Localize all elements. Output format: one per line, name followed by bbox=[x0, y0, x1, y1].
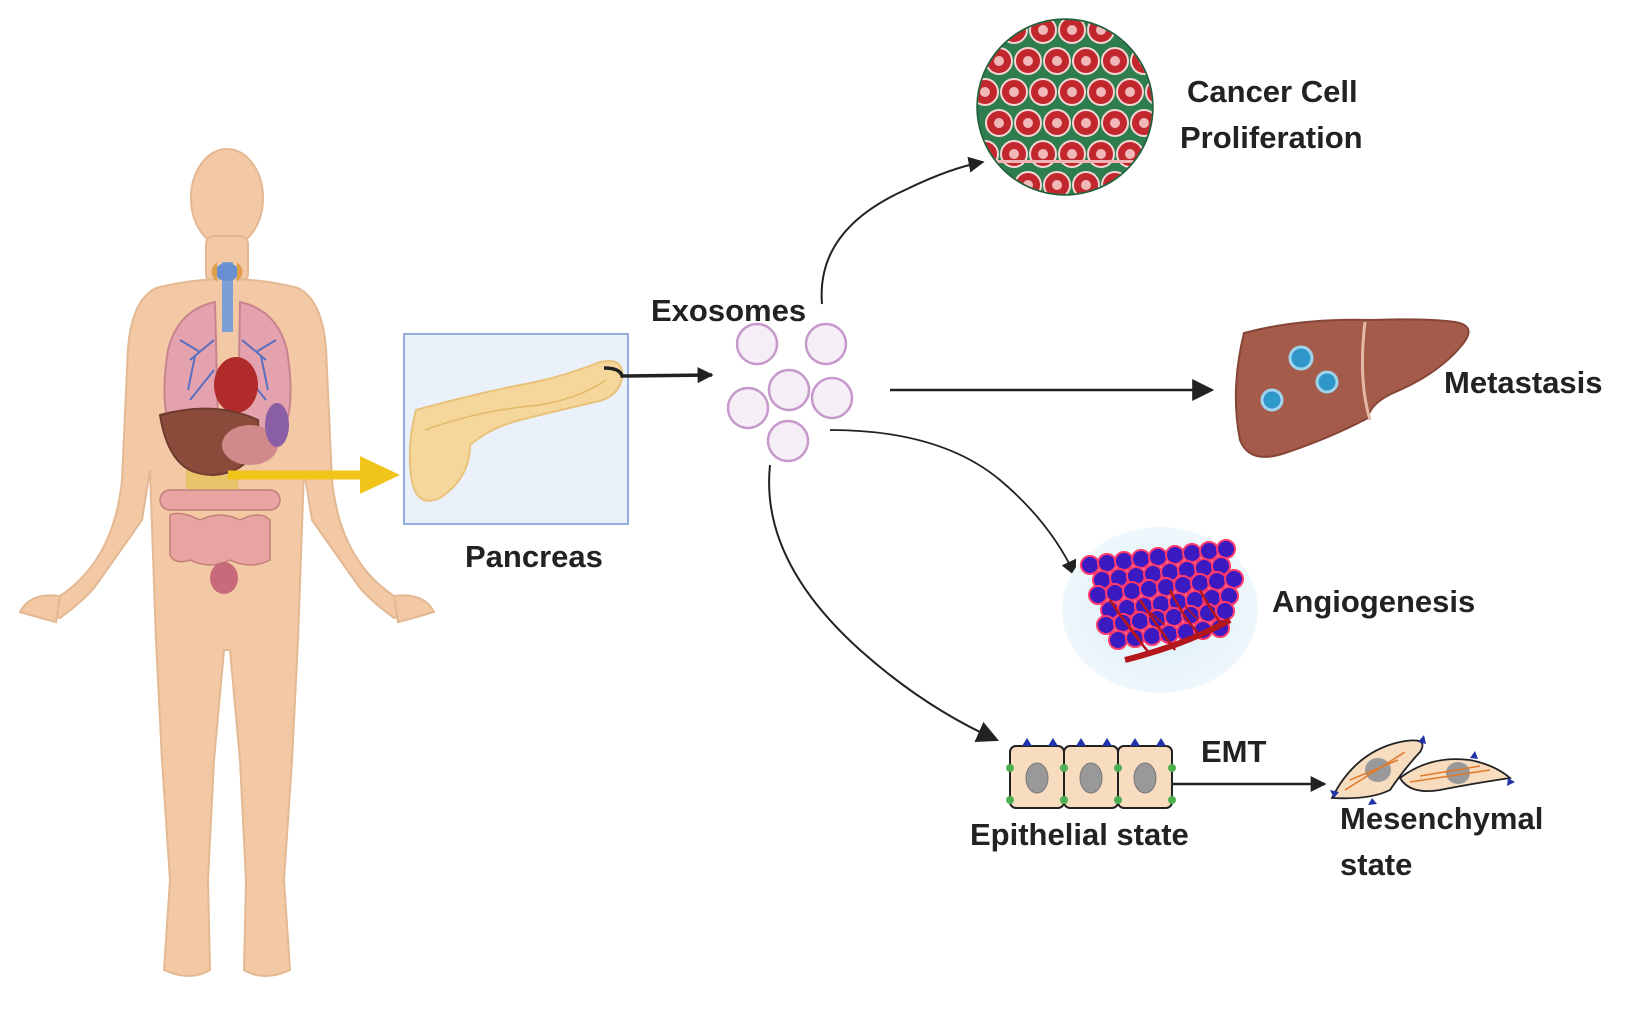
label-proliferation-line2: Proliferation bbox=[1180, 120, 1363, 155]
human-body-icon bbox=[18, 148, 436, 977]
label-exosomes: Exosomes bbox=[651, 293, 807, 328]
epithelial-cells-icon bbox=[1006, 738, 1176, 809]
label-angiogenesis: Angiogenesis bbox=[1272, 584, 1476, 619]
arrow-to-angiogenesis bbox=[829, 429, 1077, 577]
arrow-to-proliferation bbox=[820, 156, 985, 305]
exosome-cluster-icon bbox=[726, 322, 854, 463]
proliferating-cells-icon bbox=[976, 18, 1154, 196]
liver-metastasis-icon bbox=[1234, 318, 1470, 458]
label-epithelial: Epithelial state bbox=[970, 817, 1189, 852]
highlight-arrow-head bbox=[360, 456, 400, 494]
label-metastasis: Metastasis bbox=[1444, 365, 1603, 400]
mesenchymal-cells-icon bbox=[1330, 735, 1515, 805]
pancreas-to-exosome-arrow bbox=[603, 366, 714, 384]
pancreas-icon bbox=[403, 333, 629, 525]
label-mesenchymal-line2: state bbox=[1340, 847, 1413, 882]
label-pancreas: Pancreas bbox=[465, 539, 603, 574]
label-emt: EMT bbox=[1201, 734, 1267, 769]
arrow-to-epithelial bbox=[768, 464, 1000, 743]
label-proliferation-line1: Cancer Cell bbox=[1187, 74, 1358, 109]
tumor-vasculature-icon bbox=[1062, 527, 1258, 693]
label-mesenchymal-line1: Mesenchymal bbox=[1340, 801, 1544, 836]
